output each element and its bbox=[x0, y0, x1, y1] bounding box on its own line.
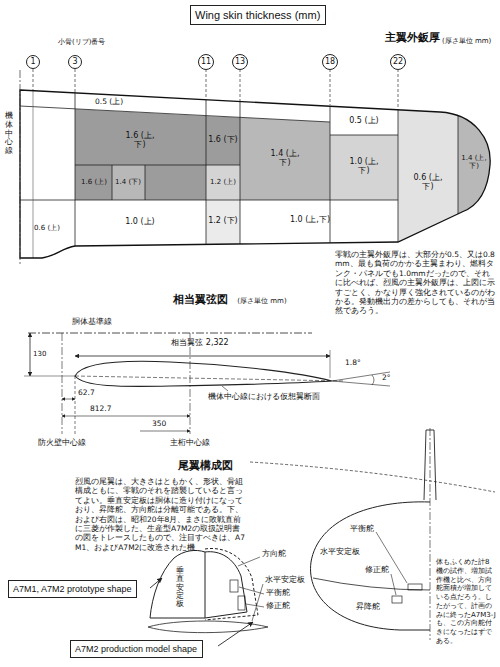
part-label: 1.0 (上) bbox=[125, 217, 155, 226]
node-text: 1 bbox=[27, 56, 39, 68]
part-label: 1.2 (上) bbox=[208, 178, 238, 186]
rib-number: 11 bbox=[198, 54, 214, 70]
part-label: 62.7 bbox=[78, 389, 95, 398]
part-label: 垂直安定板 bbox=[176, 567, 184, 608]
section-heading: 相当翼弦図 bbox=[173, 294, 228, 307]
rib-number: 18 bbox=[322, 54, 338, 70]
part-label: 1.4 (上,下) bbox=[460, 154, 488, 170]
part-label: 350 bbox=[152, 420, 166, 429]
node-text: 13 bbox=[233, 55, 247, 69]
note-text: 零戦の主翼外鈑厚は、大部分が0.5、又は0.8mm、最も負荷のかかる主翼まわり、… bbox=[335, 250, 495, 316]
annotation-box: A7M2 production model shape bbox=[70, 640, 203, 658]
part-label: 平衡舵 bbox=[350, 525, 374, 534]
node-text: 22 bbox=[391, 55, 405, 69]
part-label: 0.6 (上) bbox=[34, 224, 60, 232]
part-label: 1.6 (下) bbox=[207, 135, 239, 144]
part-label: 方向舵 bbox=[262, 549, 286, 558]
node-text: A7M1, A7M2 prototype shape bbox=[13, 584, 132, 594]
part-label: 胴体基準線 bbox=[72, 317, 112, 326]
node-text: 11 bbox=[199, 55, 213, 69]
part-label: 130 bbox=[33, 350, 46, 358]
part-label: 主桁中心線 bbox=[170, 438, 210, 447]
node-text: 3 bbox=[69, 56, 81, 68]
rib-number: 1 bbox=[26, 55, 40, 69]
part-label: 2° bbox=[382, 374, 391, 383]
wing-panels bbox=[0, 80, 500, 270]
part-label: 0.5 (上) bbox=[95, 98, 123, 107]
part-label: 0.6 (上,下) bbox=[411, 173, 445, 191]
part-label: 小骨(リブ)番号 bbox=[58, 38, 105, 46]
node-text: A7M2 production model shape bbox=[75, 644, 198, 654]
part-label: 機体中心線 bbox=[5, 112, 13, 156]
rib-number: 22 bbox=[390, 54, 406, 70]
rib-number: 13 bbox=[232, 54, 248, 70]
part-label: 水平安定板 bbox=[320, 548, 360, 557]
part-label: 812.7 bbox=[90, 405, 111, 414]
part-label: 機体中心線における仮想翼断面 bbox=[208, 392, 320, 401]
note-text: 烈風の尾翼は、大きさはともかく、形状、骨組構成ともに、零戦のそれを踏襲していると… bbox=[75, 477, 247, 552]
part-label: (厚さ単位 mm) bbox=[442, 37, 491, 45]
part-label: 1.8° bbox=[345, 359, 361, 368]
node-text: 18 bbox=[323, 55, 337, 69]
part-label: 水平安定板 bbox=[265, 576, 305, 585]
node-text: Wing skin thickness (mm) bbox=[195, 9, 321, 21]
annotation-box: Wing skin thickness (mm) bbox=[190, 5, 326, 25]
annotation-box: A7M1, A7M2 prototype shape bbox=[8, 580, 137, 598]
part-label: 0.5 (上) bbox=[349, 116, 379, 125]
part-label: 1.6 (上) bbox=[79, 178, 109, 186]
part-label: 修正舵 bbox=[365, 566, 389, 575]
part-label: 1.6 (上,下) bbox=[123, 131, 157, 149]
part-label: 1.4 (下) bbox=[113, 178, 143, 186]
note-text: 体もふくめた計8機の試作、増加試作機と比べ、方向舵面積が増加している点だろう。し… bbox=[436, 558, 496, 646]
part-label: (厚さ単位 mm) bbox=[237, 297, 286, 305]
part-label: 1.0 (上,下) bbox=[347, 157, 381, 175]
part-label: 平衡舵 bbox=[266, 589, 290, 598]
part-label: 1.0 (上,下) bbox=[290, 215, 330, 224]
section-heading: 主翼外鈑厚 bbox=[385, 32, 440, 45]
part-label: 相当翼弦 2,322 bbox=[171, 338, 228, 347]
rib-number: 3 bbox=[68, 55, 82, 69]
part-label: 修正舵 bbox=[266, 602, 290, 611]
part-label: 1.2 (下) bbox=[208, 216, 238, 225]
section-heading: 尾翼構成図 bbox=[178, 460, 233, 473]
part-label: 昇降舵 bbox=[356, 602, 380, 611]
part-label: 1.4 (上,下) bbox=[268, 149, 302, 167]
part-label: 防火壁中心線 bbox=[38, 438, 86, 447]
